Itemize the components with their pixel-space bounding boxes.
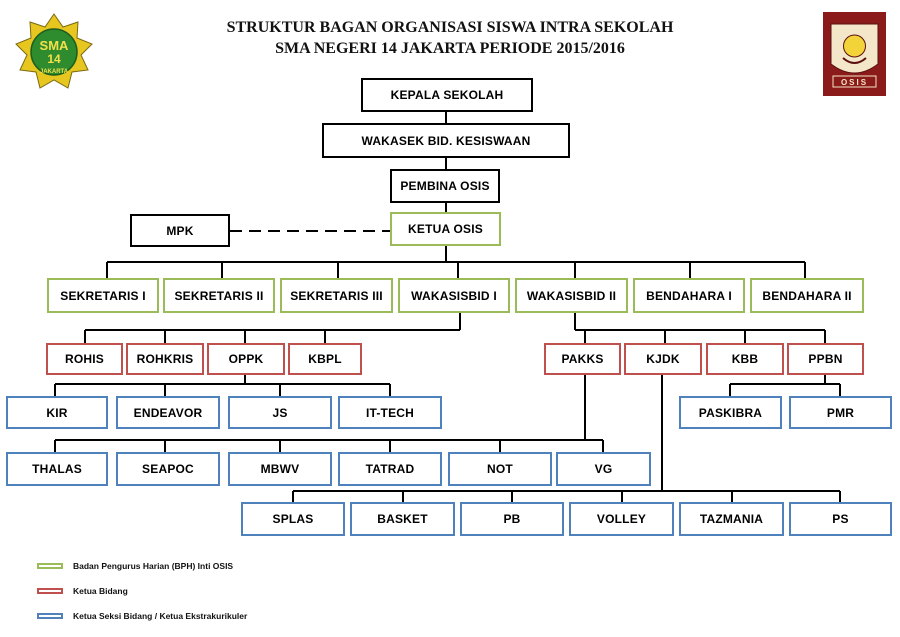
node-rohis: ROHIS xyxy=(46,343,123,375)
legend-swatch-green xyxy=(37,563,63,569)
node-endeavor: ENDEAVOR xyxy=(116,396,220,429)
node-bendahara-2: BENDAHARA II xyxy=(750,278,864,313)
node-basket: BASKET xyxy=(350,502,455,536)
logo-left-text-14: 14 xyxy=(47,52,61,66)
node-volley: VOLLEY xyxy=(569,502,674,536)
node-mbwv: MBWV xyxy=(228,452,332,486)
legend-label: Ketua Seksi Bidang / Ketua Ekstrakurikul… xyxy=(73,611,248,621)
node-ppbn: PPBN xyxy=(787,343,864,375)
node-splas: SPLAS xyxy=(241,502,345,536)
node-bendahara-1: BENDAHARA I xyxy=(633,278,745,313)
legend-swatch-blue xyxy=(37,613,63,619)
node-wakasisbid-1: WAKASISBID I xyxy=(398,278,510,313)
legend-item-bph: Badan Pengurus Harian (BPH) Inti OSIS xyxy=(37,561,233,571)
node-js: JS xyxy=(228,396,332,429)
logo-left-text-sma: SMA xyxy=(40,38,70,53)
node-pakks: PAKKS xyxy=(544,343,621,375)
node-pb: PB xyxy=(460,502,564,536)
node-wakasisbid-2: WAKASISBID II xyxy=(515,278,628,313)
node-paskibra: PASKIBRA xyxy=(679,396,782,429)
node-rohkris: ROHKRIS xyxy=(126,343,204,375)
logo-right-text: OSIS xyxy=(841,78,868,87)
node-ketua-osis: KETUA OSIS xyxy=(390,212,501,246)
node-tatrad: TATRAD xyxy=(338,452,442,486)
page-subtitle: SMA NEGERI 14 JAKARTA PERIODE 2015/2016 xyxy=(275,40,625,57)
node-seapoc: SEAPOC xyxy=(116,452,220,486)
node-mpk: MPK xyxy=(130,214,230,247)
node-kbpl: KBPL xyxy=(288,343,362,375)
node-vg: VG xyxy=(556,452,651,486)
node-oppk: OPPK xyxy=(207,343,285,375)
node-kepala-sekolah: KEPALA SEKOLAH xyxy=(361,78,533,112)
legend-label: Ketua Bidang xyxy=(73,586,128,596)
node-sekretaris-1: SEKRETARIS I xyxy=(47,278,159,313)
node-not: NOT xyxy=(448,452,552,486)
legend-label: Badan Pengurus Harian (BPH) Inti OSIS xyxy=(73,561,234,571)
node-sekretaris-3: SEKRETARIS III xyxy=(280,278,393,313)
node-tazmania: TAZMANIA xyxy=(679,502,784,536)
node-thalas: THALAS xyxy=(6,452,108,486)
node-it-tech: IT-TECH xyxy=(338,396,442,429)
node-ps: PS xyxy=(789,502,892,536)
legend-swatch-red xyxy=(37,588,63,594)
node-sekretaris-2: SEKRETARIS II xyxy=(163,278,275,313)
node-kbb: KBB xyxy=(706,343,784,375)
logo-left-text-jakarta: JAKARTA xyxy=(40,69,69,75)
node-kjdk: KJDK xyxy=(624,343,702,375)
node-wakasek-kesiswaan: WAKASEK BID. KESISWAAN xyxy=(322,123,570,158)
sma14-emblem-icon: SMA 14 JAKARTA xyxy=(15,13,93,89)
node-kir: KIR xyxy=(6,396,108,429)
osis-emblem-icon: OSIS xyxy=(823,12,886,96)
legend-item-ketua-bidang: Ketua Bidang xyxy=(37,586,128,596)
node-pembina-osis: PEMBINA OSIS xyxy=(390,169,500,203)
page-title: STRUKTUR BAGAN ORGANISASI SISWA INTRA SE… xyxy=(226,19,674,36)
node-pmr: PMR xyxy=(789,396,892,429)
legend-item-ketua-seksi: Ketua Seksi Bidang / Ketua Ekstrakurikul… xyxy=(37,611,247,621)
